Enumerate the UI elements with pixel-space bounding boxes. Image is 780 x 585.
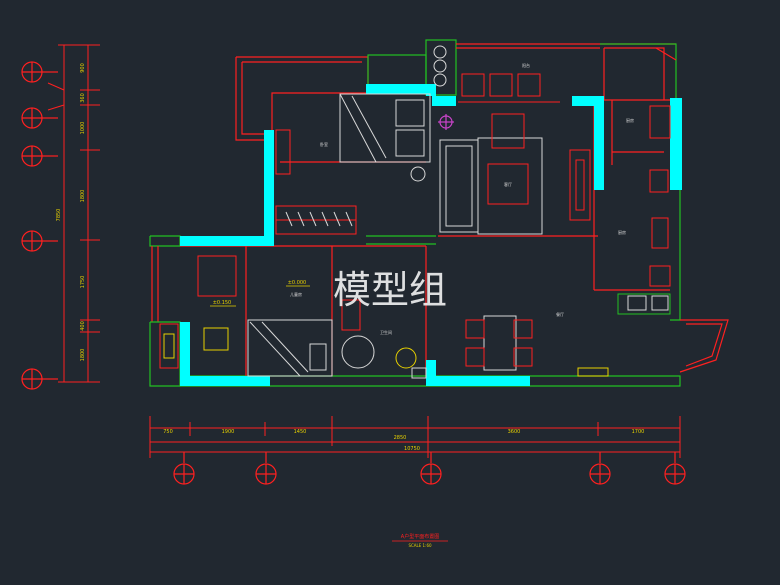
left-dim-seg-6: 400 xyxy=(80,321,86,331)
label-child-room: 儿童房 xyxy=(290,291,302,297)
label-living: 客厅 xyxy=(504,181,512,187)
axis-bubble-icon xyxy=(21,61,58,390)
level-marks: ±0.000 ±0.150 xyxy=(213,280,307,306)
bottom-dim-3: 1450 xyxy=(294,429,307,435)
bottom-dim-2: 1900 xyxy=(222,429,235,435)
left-dim-seg-5: 1750 xyxy=(80,276,86,289)
drawing-scale: SCALE 1:60 xyxy=(408,543,432,548)
cyan-walls xyxy=(180,84,682,386)
left-dim-seg-3: 1000 xyxy=(80,122,86,135)
furniture xyxy=(159,45,671,379)
left-dim-seg-1: 900 xyxy=(80,63,86,73)
label-bath: 卫生间 xyxy=(380,329,392,335)
bottom-dimension-chain xyxy=(149,416,681,458)
left-dim-total: 7850 xyxy=(56,209,62,222)
drawing-title: A户型平面布置图 xyxy=(401,533,439,540)
bottom-dim-row2: 2850 xyxy=(394,435,407,441)
room-labels: 卧室 阳台 客厅 厨房 厨房 儿童房 卫生间 餐厅 xyxy=(290,62,634,335)
label-kitchen-top: 厨房 xyxy=(626,117,634,123)
left-dim-seg-4: 1800 xyxy=(80,190,86,203)
lamp-icon xyxy=(438,114,454,130)
label-balcony: 阳台 xyxy=(522,62,530,68)
bottom-dim-5: 1700 xyxy=(632,429,645,435)
label-kitchen: 厨房 xyxy=(618,229,626,235)
left-dimension-chain xyxy=(47,44,100,383)
bottom-dim-4: 3600 xyxy=(508,429,521,435)
axis-bubble-icon xyxy=(173,452,686,485)
left-dim-seg-2: 360 xyxy=(80,93,86,103)
label-dining: 餐厅 xyxy=(556,311,564,317)
wall-outlines xyxy=(149,39,729,387)
bottom-dim-row3: 10750 xyxy=(404,446,420,452)
bottom-dim-1: 750 xyxy=(163,429,173,435)
bottom-dim-row1: 750 1900 1450 3600 1700 xyxy=(163,429,644,435)
watermark-text: 模型组 xyxy=(333,268,447,312)
label-bedroom-main: 卧室 xyxy=(320,141,328,147)
left-dim-seg-7: 1800 xyxy=(80,349,86,362)
level-mark-1: ±0.000 xyxy=(288,280,307,286)
level-mark-2: ±0.150 xyxy=(213,300,232,306)
left-dim-segments: 900 360 1000 1800 1750 400 1800 xyxy=(80,63,86,361)
